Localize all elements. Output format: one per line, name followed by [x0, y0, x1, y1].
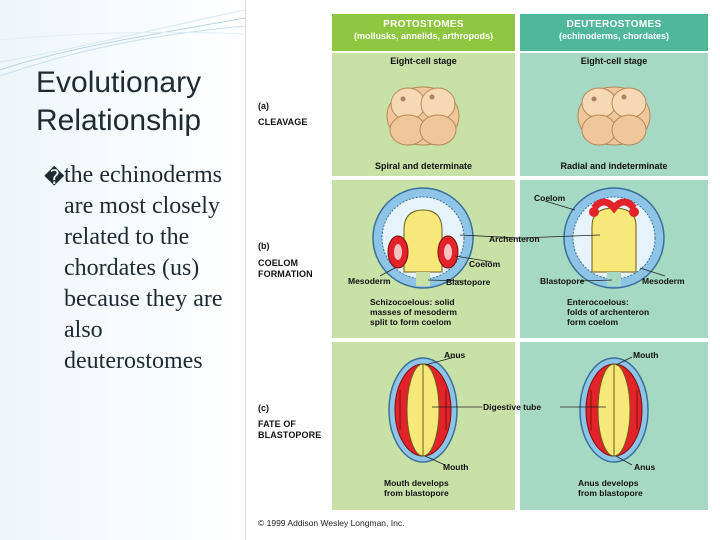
- row-b-letter: (b): [258, 241, 270, 251]
- spiral-determinate-label: Spiral and determinate: [374, 161, 473, 171]
- mesoderm-label-left: Mesoderm: [348, 276, 391, 286]
- enterocoelous-line-2: folds of archenteron: [567, 307, 650, 317]
- deutero-eight-cell-embryo: [577, 86, 651, 146]
- enterocoelous-caption: Enterocoelous: folds of archenteron form…: [567, 297, 707, 327]
- blastopore-label-right: Blastopore: [540, 276, 585, 286]
- coelom-label-top: Coelom: [534, 193, 566, 203]
- eight-cell-label-deutero: Eight-cell stage: [580, 56, 648, 66]
- schizocoelous-caption: Schizocoelous: solid masses of mesoderm …: [370, 297, 510, 327]
- slide-left-panel: Evolutionary Relationship � the echinode…: [0, 0, 245, 540]
- mesoderm-label-right: Mesoderm: [642, 276, 685, 286]
- decorative-wave: [0, 9, 245, 77]
- digestive-tube-label: Digestive tube: [483, 402, 542, 412]
- deutero-header-bg: [520, 14, 708, 51]
- slide-title-line-2: Relationship: [36, 104, 202, 137]
- anus-develops-line-2: from blastopore: [578, 488, 643, 498]
- protostomes-title: PROTOSTOMES: [383, 19, 464, 30]
- proto-blastopore-embryo: [388, 357, 458, 463]
- eight-cell-label-proto: Eight-cell stage: [390, 56, 457, 66]
- proto-header-bg: [332, 14, 515, 51]
- slide-divider: [245, 0, 246, 540]
- row-c-name-line-2: BLASTOPORE: [258, 430, 322, 440]
- enterocoelous-line-1: Enterocoelous:: [567, 297, 629, 307]
- deutero-coelom-embryo: [563, 187, 665, 289]
- mouth-label-top: Mouth: [633, 350, 659, 360]
- mouth-label-bottom: Mouth: [443, 462, 469, 472]
- anus-develops-line-1: Anus develops: [578, 478, 639, 488]
- bullet-point: � the echinoderms are most closely relat…: [44, 160, 241, 377]
- schizocoelous-line-3: split to form coelom: [370, 317, 452, 327]
- deuterostomes-subtitle: (echinoderms, chordates): [558, 31, 670, 41]
- bullet-text: the echinoderms are most closely related…: [64, 162, 223, 374]
- row-c-letter: (c): [258, 403, 269, 413]
- row-c-name-line-1: FATE OF: [258, 419, 297, 429]
- protostomes-header: PROTOSTOMES (mollusks, annelids, arthrop…: [332, 19, 515, 42]
- deutero-blastopore-embryo: [579, 357, 649, 463]
- anus-develops-caption: Anus develops from blastopore: [578, 478, 688, 498]
- blastopore-label-left: Blastopore: [446, 277, 491, 287]
- coelom-label-left: Coelom: [469, 259, 501, 269]
- copyright-notice: © 1999 Addison Wesley Longman, Inc.: [258, 518, 405, 528]
- deuterostomes-header: DEUTEROSTOMES (echinoderms, chordates): [520, 19, 708, 42]
- archenteron-label: Archenteron: [489, 234, 540, 244]
- deuterostomes-title: DEUTEROSTOMES: [566, 19, 662, 30]
- bullet-icon: �: [44, 165, 65, 189]
- slide-title-line-1: Evolutionary: [36, 66, 202, 99]
- enterocoelous-line-3: form coelom: [567, 317, 619, 327]
- row-a-letter: (a): [258, 101, 269, 111]
- row-a-name: CLEAVAGE: [258, 117, 308, 127]
- leader-lines: [379, 200, 666, 466]
- radial-indeterminate-label: Radial and indeterminate: [560, 161, 668, 171]
- anus-label-bottom: Anus: [634, 462, 656, 472]
- protostomes-subtitle: (mollusks, annelids, arthropods): [353, 31, 494, 41]
- slide-title: Evolutionary Relationship: [36, 64, 241, 140]
- mouth-develops-caption: Mouth develops from blastopore: [384, 478, 494, 498]
- proto-eight-cell-embryo: [386, 86, 460, 146]
- proto-coelom-embryo: [372, 187, 474, 289]
- schizocoelous-line-2: masses of mesoderm: [370, 307, 457, 317]
- schizocoelous-line-1: Schizocoelous: solid: [370, 297, 455, 307]
- row-b-name-line-1: COELOM: [258, 258, 299, 268]
- anus-label-top: Anus: [444, 350, 466, 360]
- row-b-name-line-2: FORMATION: [258, 269, 313, 279]
- mouth-develops-line-2: from blastopore: [384, 488, 449, 498]
- mouth-develops-line-1: Mouth develops: [384, 478, 449, 488]
